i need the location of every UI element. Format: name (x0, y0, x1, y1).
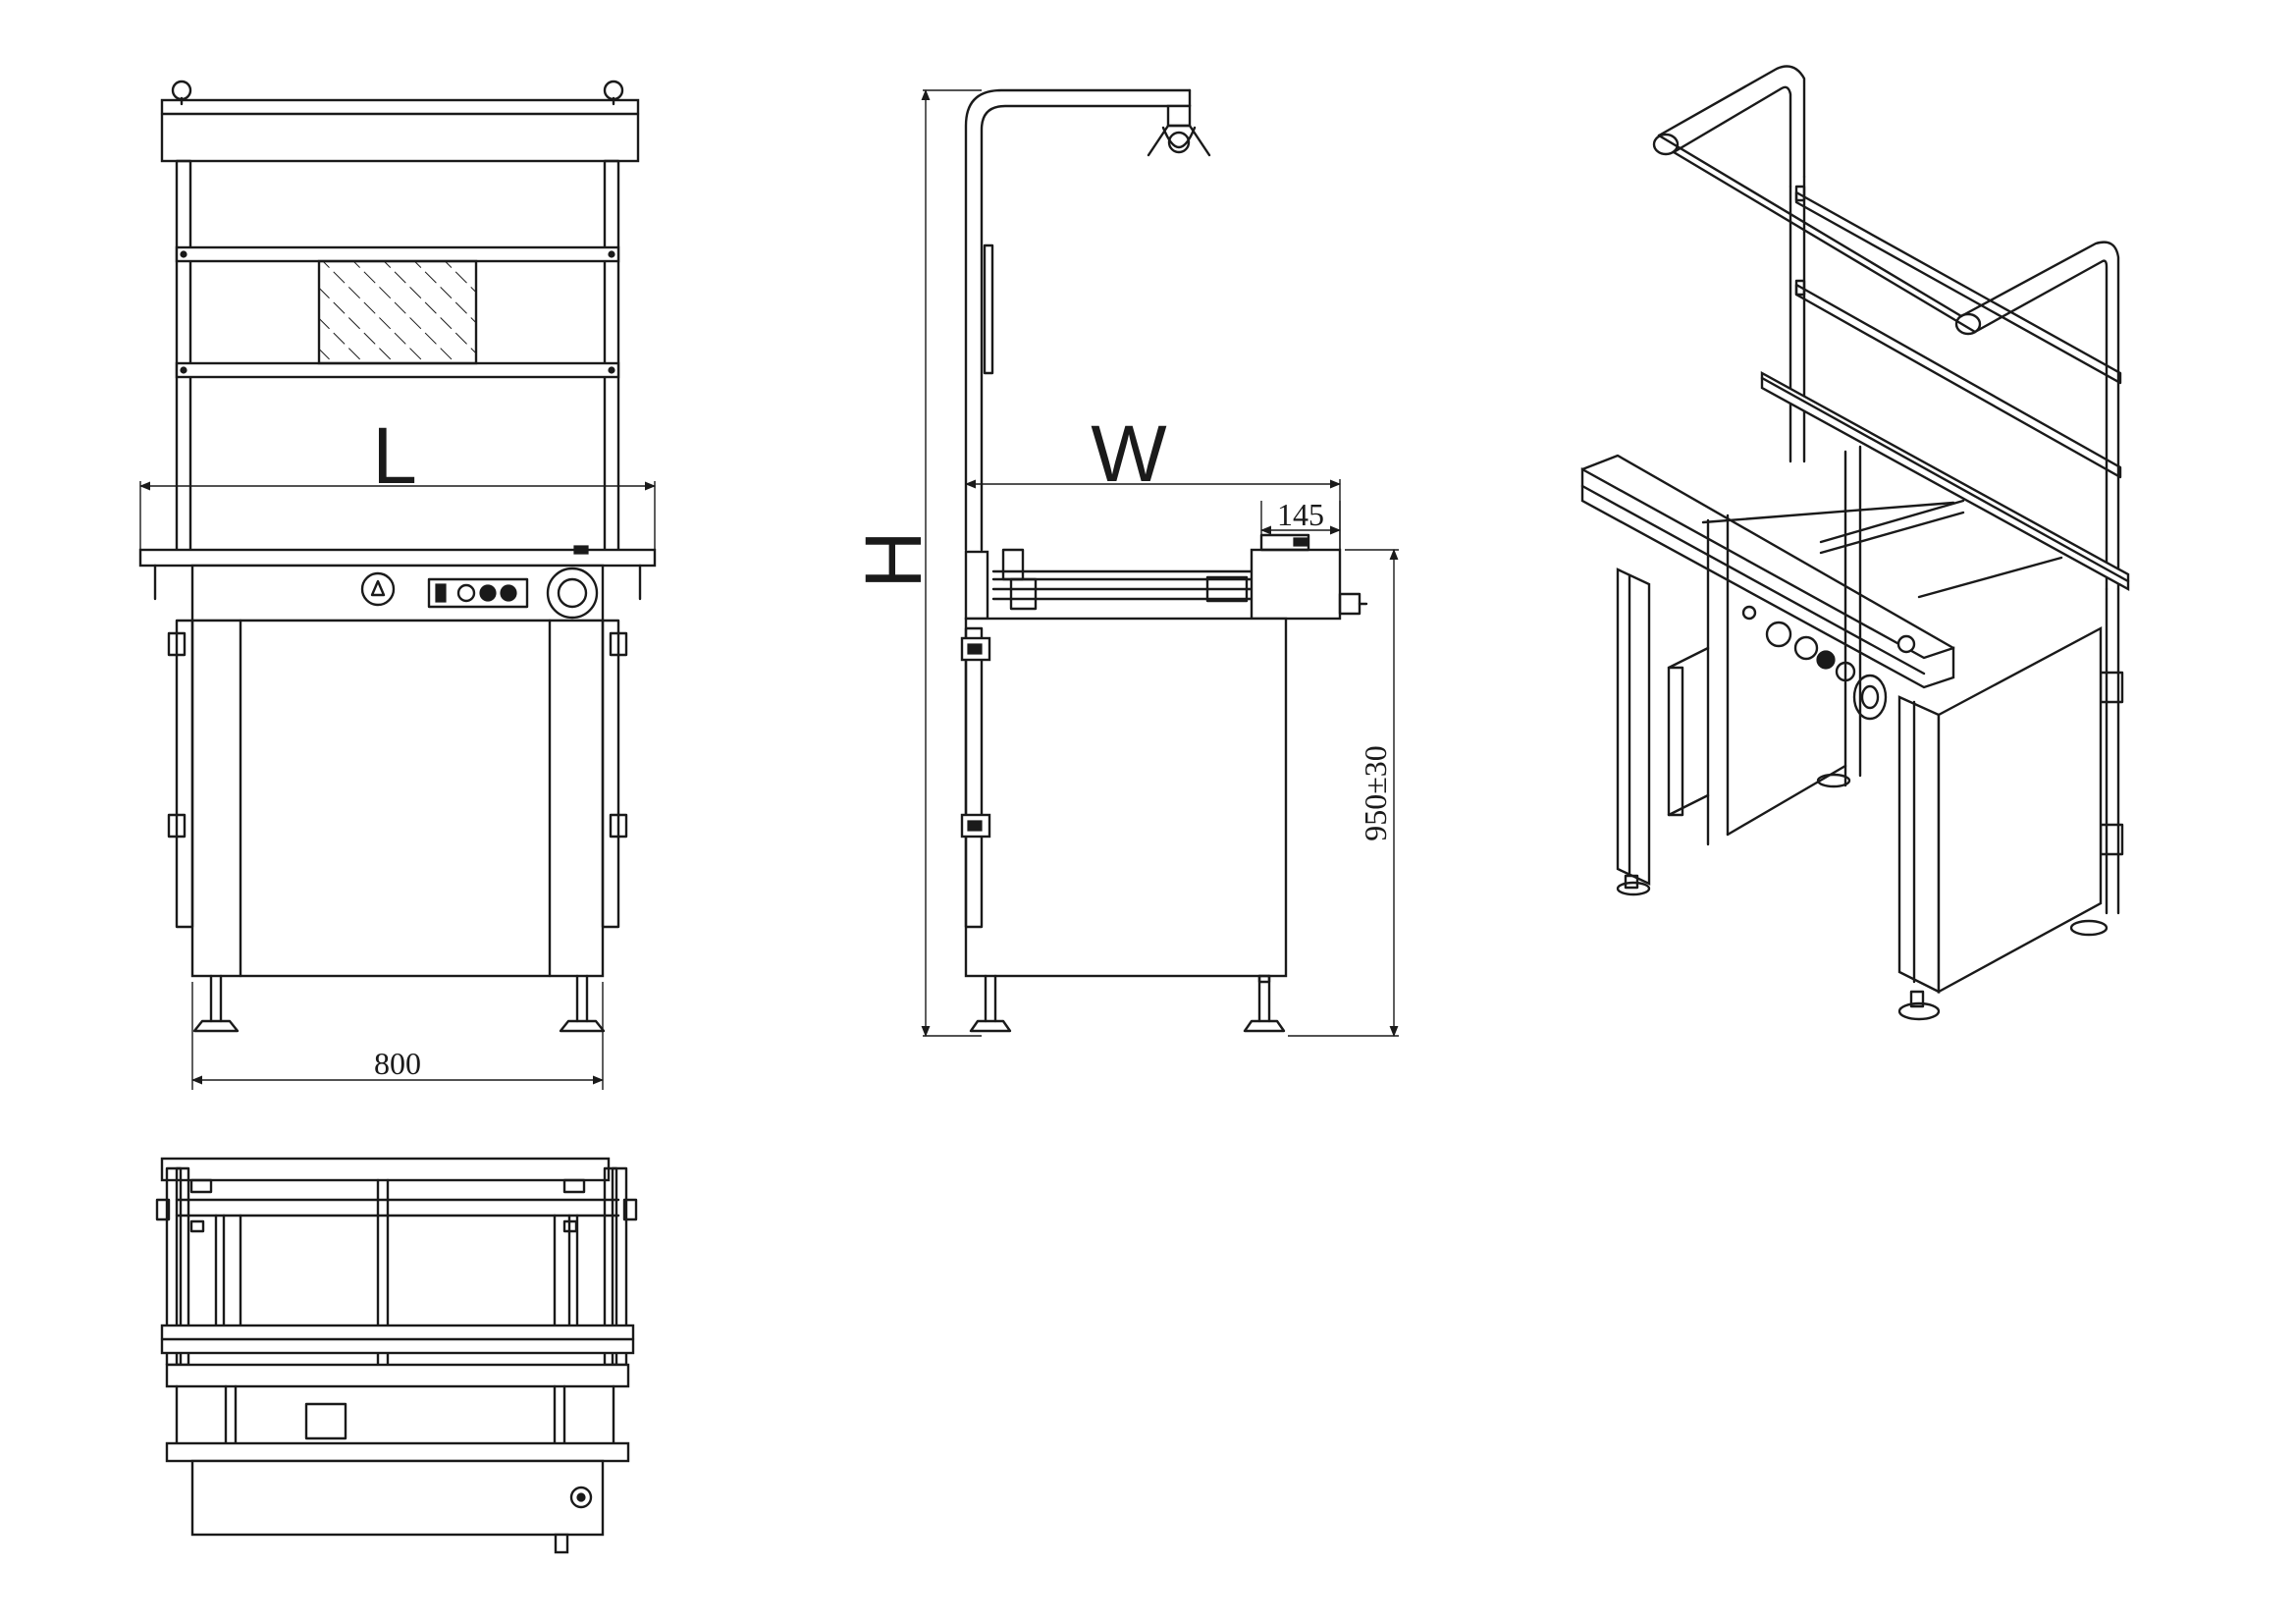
height-label: H (849, 530, 938, 588)
side-view (960, 88, 1368, 1033)
top-view (155, 1157, 638, 1554)
dimension-length: L (138, 411, 657, 550)
dimension-145: 145 (1259, 497, 1342, 550)
width-800-label: 800 (374, 1046, 421, 1081)
front-view (138, 80, 657, 1033)
dimension-800: 800 (190, 982, 605, 1090)
dimension-height: H (849, 88, 982, 1038)
offset-145-label: 145 (1277, 497, 1324, 532)
isometric-view (1580, 65, 2130, 1021)
length-label: L (372, 411, 417, 501)
height-950-label: 950±30 (1358, 745, 1393, 841)
dimension-950: 950±30 (1288, 548, 1399, 1038)
dimension-width: W (964, 409, 1342, 550)
width-label: W (1091, 409, 1167, 499)
